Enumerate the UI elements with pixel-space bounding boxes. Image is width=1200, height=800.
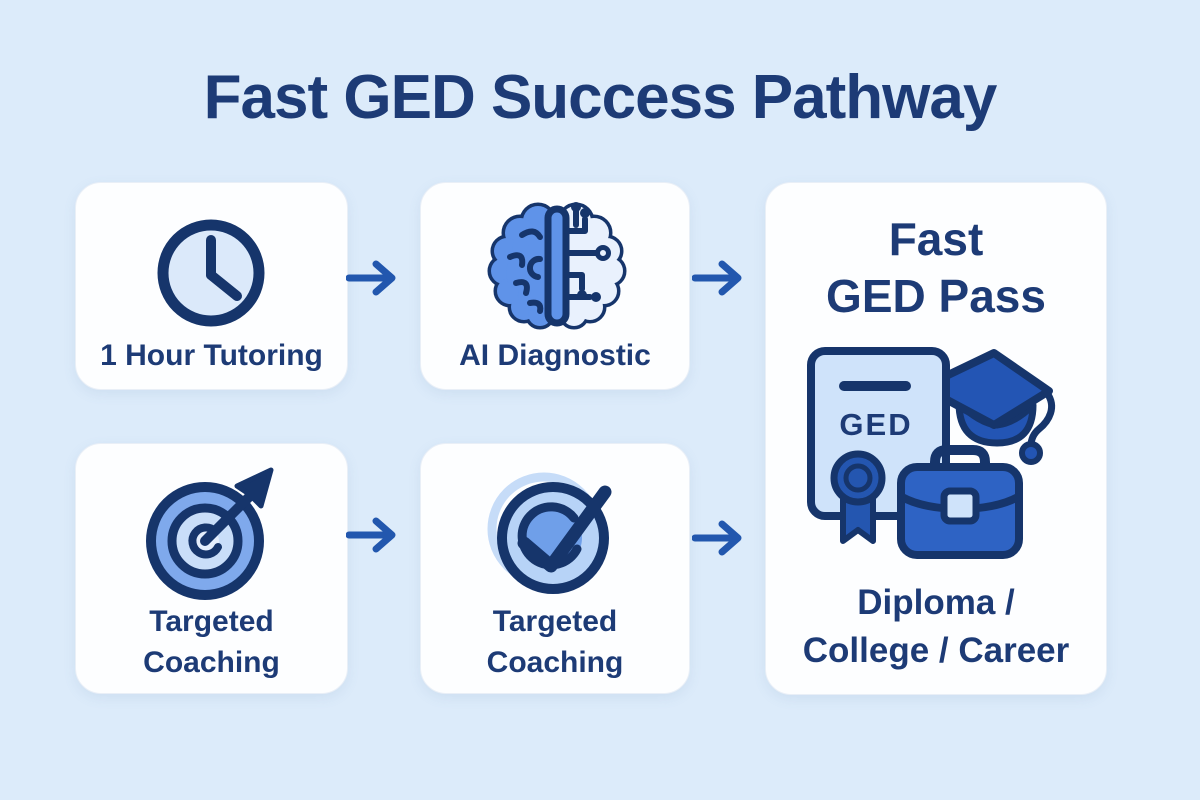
- clock-icon: [157, 219, 265, 327]
- right-arrow-icon: [692, 260, 742, 296]
- card-diagnostic: AI Diagnostic: [420, 182, 690, 390]
- circuit-traces: [563, 202, 611, 302]
- diploma-cap-briefcase-icon: GED: [807, 347, 1055, 559]
- card-coaching-2-label: Targeted Coaching: [486, 605, 624, 679]
- result-caption: Diploma / College / Career: [802, 583, 1070, 670]
- right-arrow-icon: [692, 520, 742, 556]
- card-coaching-1-label: Targeted Coaching: [143, 605, 280, 679]
- card-tutoring: 1 Hour Tutoring: [75, 182, 348, 390]
- target-check-icon: [487, 472, 612, 594]
- target-arrow-icon: [146, 467, 274, 600]
- card-result: Fast GED Pass GED: [765, 182, 1107, 695]
- briefcase-icon: [897, 445, 1023, 559]
- ged-badge-text: GED: [839, 407, 912, 442]
- result-heading: Fast GED Pass: [826, 213, 1046, 322]
- card-diagnostic-label: AI Diagnostic: [459, 339, 651, 372]
- page-title: Fast GED Success Pathway: [203, 63, 998, 132]
- brain-circuit-icon: [487, 202, 627, 330]
- right-arrow-icon: [346, 260, 396, 296]
- card-tutoring-label: 1 Hour Tutoring: [100, 339, 323, 372]
- card-coaching-1: Targeted Coaching: [75, 443, 348, 694]
- right-arrow-icon: [346, 517, 396, 553]
- card-coaching-2: Targeted Coaching: [420, 443, 690, 694]
- award-ribbon-icon: [830, 450, 886, 544]
- graduation-cap-icon: [919, 349, 1055, 465]
